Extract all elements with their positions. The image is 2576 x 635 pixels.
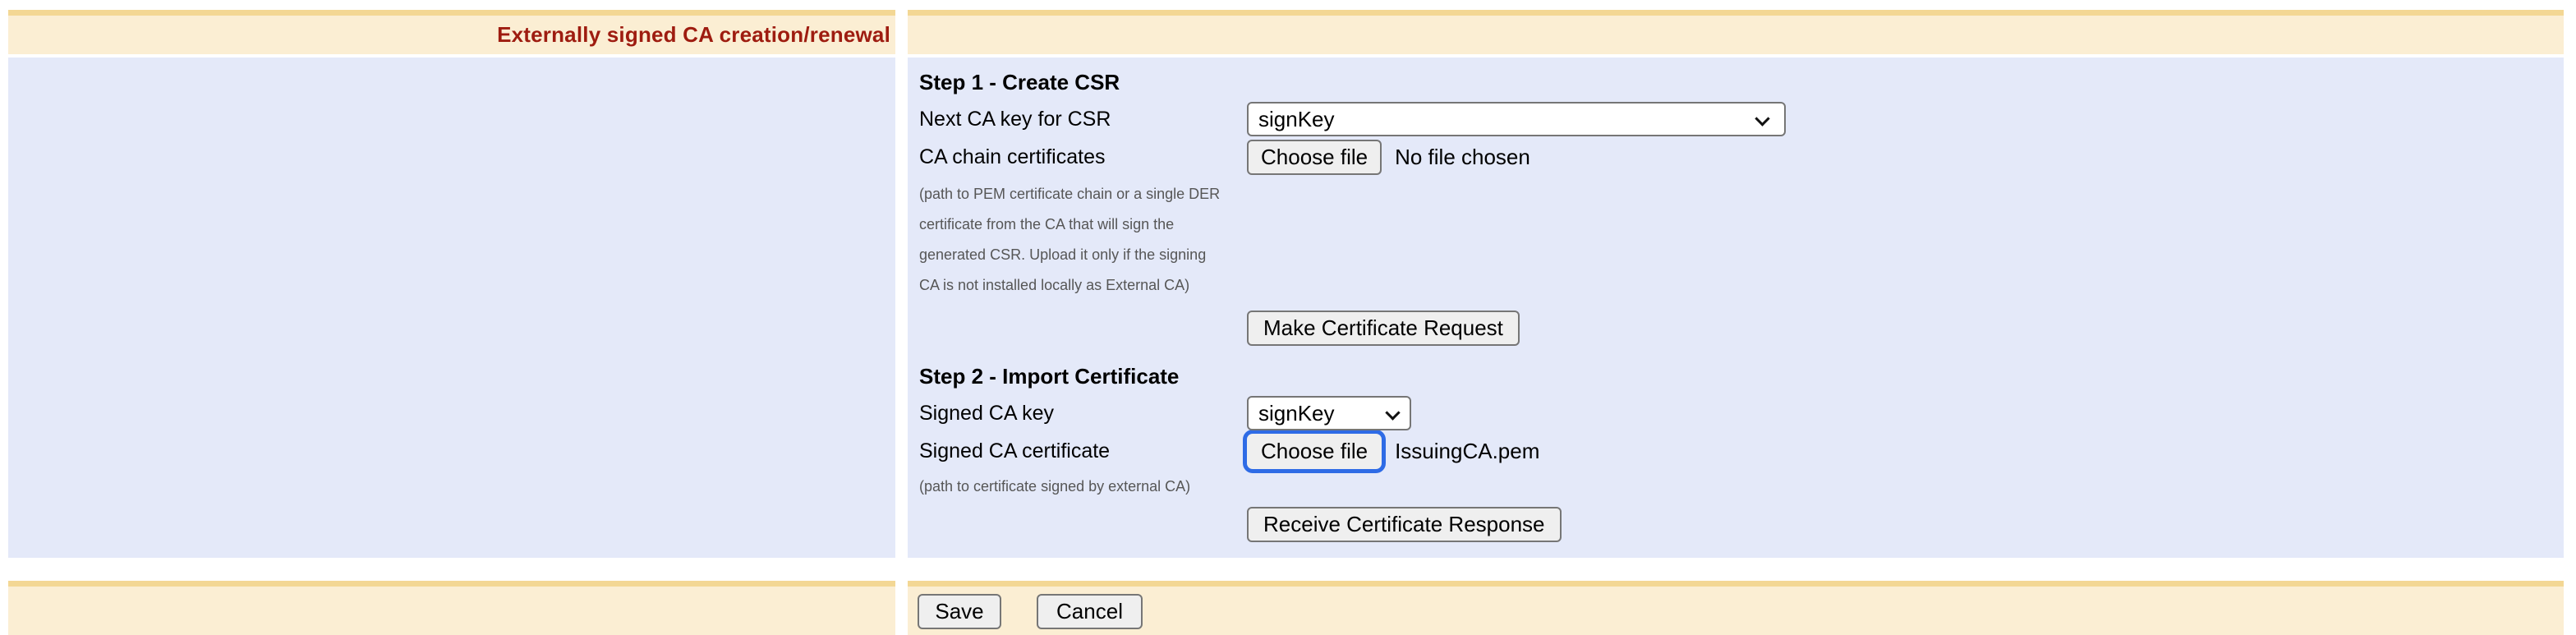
signed-ca-key-row: Signed CA key signKey: [918, 394, 2547, 432]
ca-chain-help-text: (path to PEM certificate chain or a sing…: [919, 186, 1221, 293]
make-certificate-request-button[interactable]: Make Certificate Request: [1247, 310, 1520, 346]
signed-ca-key-selected-value: signKey: [1258, 400, 1335, 426]
ca-chain-row: CA chain certificates Choose file No fil…: [918, 138, 2547, 176]
next-ca-key-label: Next CA key for CSR: [919, 107, 1111, 131]
ca-chain-choose-file-button[interactable]: Choose file: [1247, 139, 1382, 175]
signed-ca-certificate-help-text: (path to certificate signed by external …: [919, 478, 1191, 495]
body-left-cell: [8, 58, 895, 558]
footer-actions-cell: Save Cancel: [908, 581, 2564, 635]
chevron-down-icon: [1755, 111, 1770, 127]
next-ca-key-select[interactable]: signKey: [1247, 102, 1786, 136]
header-row: Externally signed CA creation/renewal: [8, 10, 2564, 54]
next-ca-key-row: Next CA key for CSR signKey: [918, 100, 2547, 138]
cancel-button[interactable]: Cancel: [1037, 594, 1143, 629]
save-button[interactable]: Save: [918, 594, 1001, 629]
signed-ca-key-select[interactable]: signKey: [1247, 396, 1411, 430]
signed-ca-certificate-row: Signed CA certificate Choose file Issuin…: [918, 432, 2547, 470]
body-row: Step 1 - Create CSR Next CA key for CSR …: [8, 58, 2564, 558]
signed-ca-certificate-file-name: IssuingCA.pem: [1395, 438, 1540, 463]
ca-signing-form: Step 1 - Create CSR Next CA key for CSR …: [908, 58, 2564, 558]
footer-spacer-cell: [8, 581, 895, 635]
receive-response-row: Receive Certificate Response: [918, 504, 2547, 545]
step1-heading: Step 1 - Create CSR: [919, 70, 1120, 94]
signed-ca-certificate-choose-file-button[interactable]: Choose file: [1247, 433, 1382, 469]
ca-renewal-page: Externally signed CA creation/renewal St…: [8, 10, 2564, 635]
ca-chain-file-status: No file chosen: [1395, 144, 1530, 169]
signed-ca-certificate-label: Signed CA certificate: [919, 439, 1111, 462]
header-title-cell: Externally signed CA creation/renewal: [8, 10, 895, 54]
make-csr-row: Make Certificate Request: [918, 307, 2547, 348]
footer-row: Save Cancel: [8, 581, 2564, 635]
ca-chain-label: CA chain certificates: [919, 145, 1106, 168]
signed-ca-key-label: Signed CA key: [919, 401, 1054, 425]
chevron-down-icon: [1385, 405, 1401, 421]
receive-certificate-response-button[interactable]: Receive Certificate Response: [1247, 506, 1562, 542]
step2-heading: Step 2 - Import Certificate: [919, 364, 1180, 389]
header-spacer-cell: [908, 10, 2564, 54]
next-ca-key-selected-value: signKey: [1258, 106, 1335, 131]
page-title: Externally signed CA creation/renewal: [497, 22, 890, 47]
